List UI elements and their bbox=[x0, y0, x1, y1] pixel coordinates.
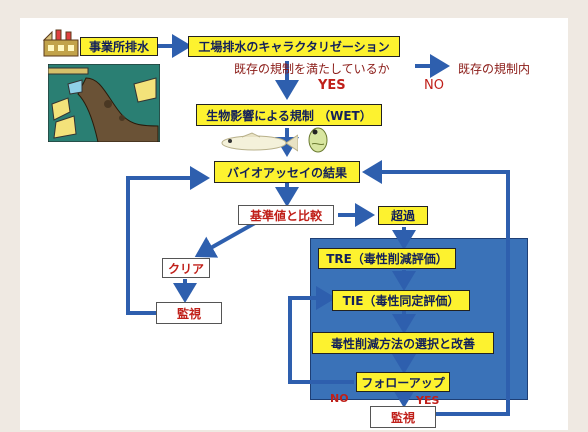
arrow-monitor-loop-left bbox=[126, 166, 210, 315]
existing-regulation-text: 既存の規制内 bbox=[458, 62, 531, 76]
question-text: 既存の規制を満たしているか bbox=[234, 62, 390, 76]
tre-box: TRE（毒性削減評価） bbox=[318, 248, 456, 269]
arrow-monitor-loop-right bbox=[362, 160, 510, 416]
arrow-no-loop-to-tie bbox=[288, 286, 354, 384]
monitor-left-box: 監視 bbox=[156, 302, 222, 324]
characterization-box: 工場排水のキャラクタリゼーション bbox=[188, 36, 400, 57]
factory-illustration bbox=[42, 28, 80, 58]
discharge-pipe-illustration bbox=[48, 64, 160, 142]
selection-improvement-box: 毒性削減方法の選択と改善 bbox=[312, 332, 494, 354]
yes-label: YES bbox=[318, 78, 346, 93]
exceed-box: 超過 bbox=[378, 206, 428, 225]
daphnia-illustration bbox=[306, 124, 330, 154]
compare-box: 基準値と比較 bbox=[238, 205, 334, 225]
clear-box: クリア bbox=[162, 258, 210, 278]
follow-up-box: フォローアップ bbox=[356, 372, 450, 392]
tie-box: TIE（毒性同定評価） bbox=[332, 290, 470, 311]
fish-illustration bbox=[212, 132, 298, 154]
bottom-no-label: NO bbox=[330, 392, 349, 405]
no-label: NO bbox=[424, 78, 444, 93]
bioassay-result-box: バイオアッセイの結果 bbox=[214, 161, 360, 183]
monitor-bottom-box: 監視 bbox=[370, 406, 436, 428]
effluent-box: 事業所排水 bbox=[80, 37, 158, 56]
arrow-compare-to-clear bbox=[194, 221, 256, 258]
bottom-yes-label: YES bbox=[416, 394, 440, 407]
wet-box: 生物影響による規制 （WET） bbox=[196, 104, 382, 126]
